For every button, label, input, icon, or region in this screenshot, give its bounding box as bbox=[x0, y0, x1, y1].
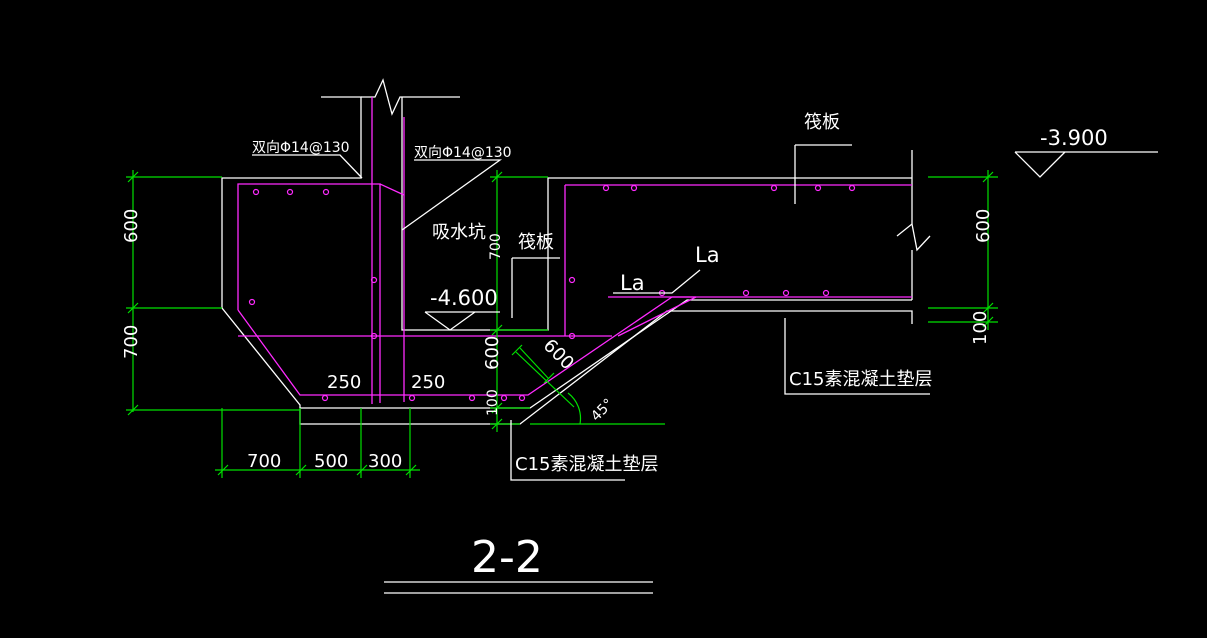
dim-bottom-1: 700 bbox=[247, 451, 281, 472]
section-title-text: 2-2 bbox=[471, 532, 543, 583]
la-label-1: La bbox=[620, 271, 645, 295]
dim-inner-250-a: 250 bbox=[327, 372, 361, 393]
cushion-label-bottom: C15素混凝土垫层 bbox=[515, 454, 658, 475]
dim-right-100: 100 bbox=[970, 311, 991, 345]
dimension-lines bbox=[126, 170, 998, 478]
pit-label: 吸水坑 bbox=[432, 222, 486, 243]
dim-left-upper: 600 bbox=[121, 209, 142, 243]
angle-label: 45° bbox=[588, 396, 617, 425]
dim-pit-700: 700 bbox=[488, 233, 504, 260]
section-title: 2-2 bbox=[384, 532, 653, 594]
labels: 双向Φ14@130 双向Φ14@130 吸水坑 筏板 筏板 -4.600 -3.… bbox=[121, 112, 1108, 475]
dim-pit-600: 600 bbox=[482, 336, 503, 370]
dim-bottom-2: 500 bbox=[314, 451, 348, 472]
raft-inner-label: 筏板 bbox=[518, 232, 554, 253]
leaders bbox=[252, 144, 1158, 481]
rebar-label-left: 双向Φ14@130 bbox=[252, 140, 350, 156]
rebar-label-right: 双向Φ14@130 bbox=[414, 145, 512, 161]
raft-top-label: 筏板 bbox=[804, 112, 840, 133]
dim-bottom-3: 300 bbox=[368, 451, 402, 472]
la-label-2: La bbox=[695, 243, 720, 267]
dim-left-lower: 700 bbox=[121, 325, 142, 359]
cushion-label-right: C15素混凝土垫层 bbox=[789, 369, 932, 390]
dim-pit-100: 100 bbox=[485, 389, 501, 416]
dim-right-600: 600 bbox=[973, 209, 994, 243]
rebar-dots bbox=[248, 184, 856, 402]
dim-inner-250-b: 250 bbox=[411, 372, 445, 393]
rebar-lines bbox=[237, 97, 912, 404]
elevation-pit-label: -4.600 bbox=[430, 286, 498, 310]
slope-dim-label: 600 bbox=[539, 335, 578, 374]
elevation-top-label: -3.900 bbox=[1040, 126, 1108, 150]
